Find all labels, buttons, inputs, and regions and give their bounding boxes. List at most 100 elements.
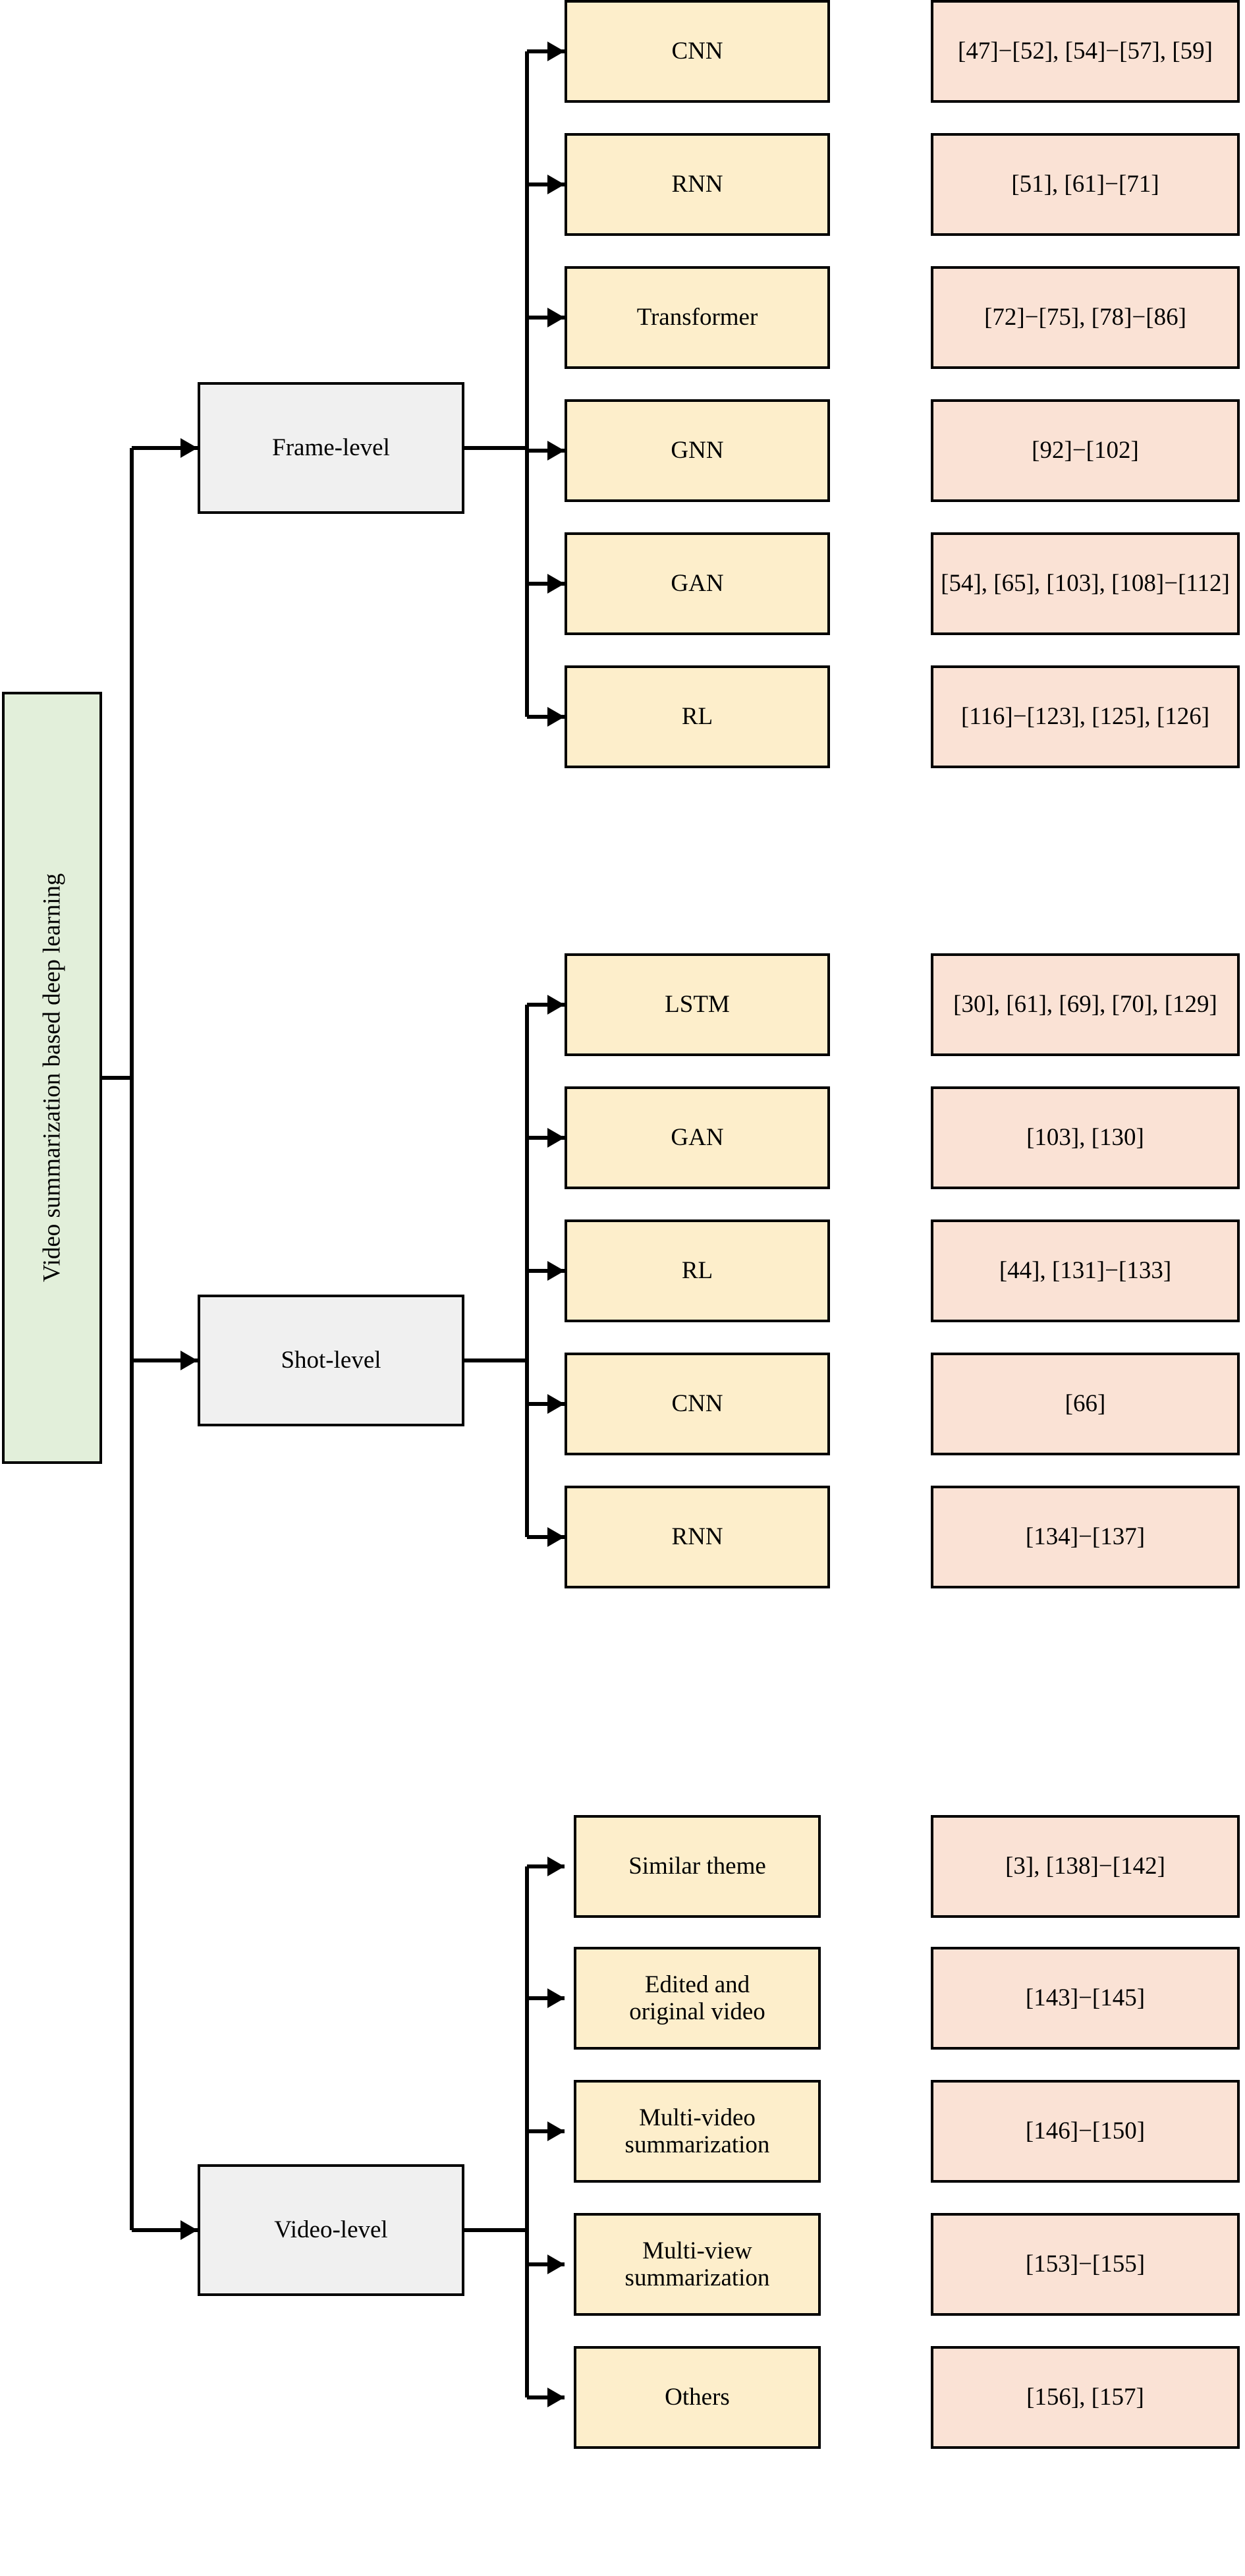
method-arrow-0-5 [547,707,565,727]
method-box-1-1[interactable]: GAN [565,1086,830,1189]
reference-box-1-1[interactable]: [103], [130] [931,1086,1240,1189]
reference-box-2-3[interactable]: [153]−[155] [931,2213,1240,2316]
method-arrow-1-0 [547,995,565,1015]
method-label-0-4: GAN [671,570,724,598]
method-box-2-0[interactable]: Similar theme [574,1815,821,1918]
root-stem [102,1076,132,1080]
level-out-stem-1 [464,1358,527,1362]
method-arrow-1-1 [547,1128,565,1148]
reference-label-1-0: [30], [61], [69], [70], [129] [953,991,1217,1019]
reference-box-1-4[interactable]: [134]−[137] [931,1486,1240,1588]
method-connector-1-1 [527,1136,565,1140]
method-box-1-3[interactable]: CNN [565,1353,830,1455]
reference-box-1-2[interactable]: [44], [131]−[133] [931,1219,1240,1322]
reference-label-0-3: [92]−[102] [1032,437,1139,464]
method-arrow-2-0 [547,1857,565,1876]
method-box-1-2[interactable]: RL [565,1219,830,1322]
method-connector-2-3 [527,2262,565,2266]
reference-box-0-0[interactable]: [47]−[52], [54]−[57], [59] [931,0,1240,103]
reference-box-0-2[interactable]: [72]−[75], [78]−[86] [931,266,1240,369]
main-trunk [130,448,134,2230]
method-connector-2-1 [527,1996,565,2000]
reference-label-2-3: [153]−[155] [1025,2251,1146,2278]
method-box-2-3[interactable]: Multi-view summarization [574,2213,821,2316]
method-label-2-4: Others [665,2384,730,2411]
reference-box-2-4[interactable]: [156], [157] [931,2346,1240,2449]
method-label-0-2: Transformer [636,304,758,331]
method-connector-0-3 [527,449,565,453]
reference-box-2-0[interactable]: [3], [138]−[142] [931,1815,1240,1918]
reference-box-0-3[interactable]: [92]−[102] [931,399,1240,502]
reference-label-1-1: [103], [130] [1026,1124,1144,1152]
method-connector-1-2 [527,1269,565,1273]
method-label-2-0: Similar theme [628,1853,766,1880]
level-arrow-0 [180,438,198,458]
reference-label-1-4: [134]−[137] [1025,1523,1146,1551]
reference-box-2-2[interactable]: [146]−[150] [931,2080,1240,2183]
level-label-1: Shot-level [281,1347,381,1374]
reference-label-0-4: [54], [65], [103], [108]−[112] [941,570,1230,598]
method-arrow-0-2 [547,308,565,327]
method-box-0-5[interactable]: RL [565,665,830,768]
root-box: Video summarization based deep learning [2,692,102,1464]
level-label-0: Frame-level [272,434,390,462]
method-arrow-1-3 [547,1394,565,1414]
method-label-0-5: RL [681,703,713,731]
reference-box-0-1[interactable]: [51], [61]−[71] [931,133,1240,236]
level-box-2[interactable]: Video-level [198,2164,464,2296]
level-box-0[interactable]: Frame-level [198,382,464,514]
method-box-0-1[interactable]: RNN [565,133,830,236]
level-arrow-2 [180,2220,198,2240]
level-box-1[interactable]: Shot-level [198,1295,464,1426]
reference-label-2-2: [146]−[150] [1025,2117,1146,2145]
level-out-stem-0 [464,446,527,450]
method-box-1-4[interactable]: RNN [565,1486,830,1588]
method-connector-0-2 [527,316,565,320]
reference-label-2-1: [143]−[145] [1025,1984,1146,2012]
method-box-0-4[interactable]: GAN [565,532,830,635]
method-label-1-1: GAN [671,1124,724,1152]
reference-label-2-4: [156], [157] [1026,2384,1144,2411]
reference-label-0-0: [47]−[52], [54]−[57], [59] [958,38,1213,65]
method-label-1-0: LSTM [665,991,730,1019]
reference-box-2-1[interactable]: [143]−[145] [931,1947,1240,2050]
method-label-2-1: Edited and original video [629,1971,765,2025]
method-box-2-2[interactable]: Multi-video summarization [574,2080,821,2183]
method-connector-1-3 [527,1402,565,1406]
method-box-0-3[interactable]: GNN [565,399,830,502]
method-arrow-0-3 [547,441,565,461]
method-label-1-4: RNN [671,1523,723,1551]
method-box-2-4[interactable]: Others [574,2346,821,2449]
method-arrow-2-1 [547,1988,565,2008]
method-connector-1-0 [527,1003,565,1007]
method-label-2-3: Multi-view summarization [624,2237,770,2291]
method-arrow-0-4 [547,574,565,594]
method-arrow-0-0 [547,42,565,61]
method-box-0-0[interactable]: CNN [565,0,830,103]
level-arrow-1 [180,1351,198,1370]
reference-box-0-5[interactable]: [116]−[123], [125], [126] [931,665,1240,768]
method-connector-1-4 [527,1535,565,1539]
method-connector-0-4 [527,582,565,586]
level-connector-0 [132,446,198,450]
method-box-2-1[interactable]: Edited and original video [574,1947,821,2050]
method-box-0-2[interactable]: Transformer [565,266,830,369]
reference-box-1-0[interactable]: [30], [61], [69], [70], [129] [931,953,1240,1056]
reference-box-1-3[interactable]: [66] [931,1353,1240,1455]
method-arrow-2-4 [547,2388,565,2407]
reference-label-0-2: [72]−[75], [78]−[86] [984,304,1186,331]
method-connector-2-0 [527,1864,565,1868]
method-label-0-1: RNN [671,171,723,198]
method-arrow-0-1 [547,175,565,194]
method-connector-0-1 [527,182,565,186]
level-connector-2 [132,2228,198,2232]
reference-box-0-4[interactable]: [54], [65], [103], [108]−[112] [931,532,1240,635]
method-connector-0-5 [527,715,565,719]
method-box-1-0[interactable]: LSTM [565,953,830,1056]
root-label: Video summarization based deep learning [38,873,66,1283]
reference-label-1-3: [66] [1065,1390,1106,1418]
method-arrow-2-3 [547,2254,565,2274]
reference-label-0-1: [51], [61]−[71] [1011,171,1159,198]
method-label-1-2: RL [681,1257,713,1285]
